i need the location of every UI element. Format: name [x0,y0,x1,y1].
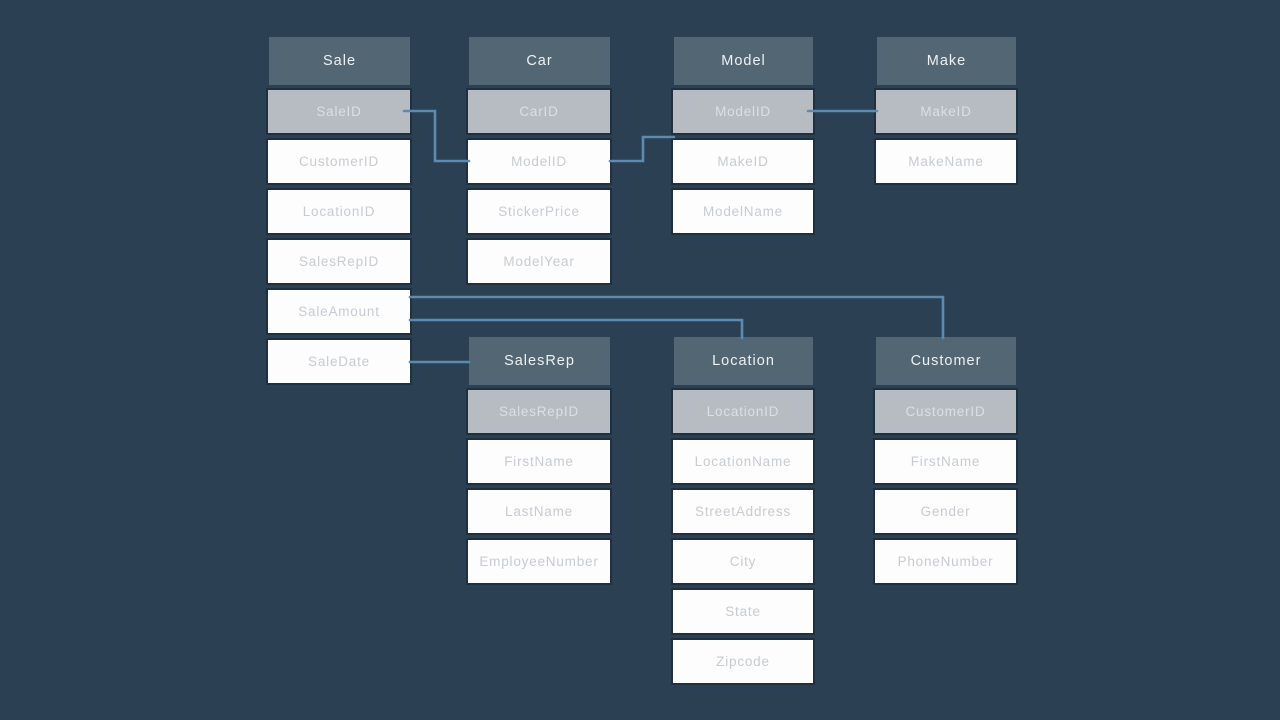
field-row: CustomerID [266,138,412,185]
field-row: SalesRepID [266,238,412,285]
key-field-row: SalesRepID [466,388,612,435]
field-row: Zipcode [671,638,815,685]
field-row: ModelID [466,138,612,185]
key-field-row: MakeID [874,88,1018,135]
relationship-line-sale-saleamount-customer [408,295,945,340]
field-row: LocationName [671,438,815,485]
field-row: ModelName [671,188,815,235]
field-row: SaleDate [266,338,412,385]
field-row: MakeName [874,138,1018,185]
field-row: State [671,588,815,635]
table-header: Location [674,337,813,385]
relationship-line-sale-saleid-car-modelid [402,109,471,163]
field-row: PhoneNumber [873,538,1018,585]
field-row: MakeID [671,138,815,185]
field-row: LocationID [266,188,412,235]
field-row: SaleAmount [266,288,412,335]
key-field-row: CustomerID [873,388,1018,435]
field-row: EmployeeNumber [466,538,612,585]
table-header: Car [469,37,610,85]
field-row: City [671,538,815,585]
relationship-line-car-modelid-model-modelid [608,135,676,163]
key-field-row: CarID [466,88,612,135]
key-field-row: LocationID [671,388,815,435]
field-row: LastName [466,488,612,535]
table-header: Sale [269,37,410,85]
field-row: StreetAddress [671,488,815,535]
table-header: Customer [876,337,1016,385]
field-row: ModelYear [466,238,612,285]
field-row: FirstName [466,438,612,485]
table-header: Make [877,37,1016,85]
key-field-row: SaleID [266,88,412,135]
relationship-line-sale-saleamount-location [408,318,744,340]
table-header: Model [674,37,813,85]
table-header: SalesRep [469,337,610,385]
field-row: Gender [873,488,1018,535]
field-row: FirstName [873,438,1018,485]
field-row: StickerPrice [466,188,612,235]
key-field-row: ModelID [671,88,815,135]
